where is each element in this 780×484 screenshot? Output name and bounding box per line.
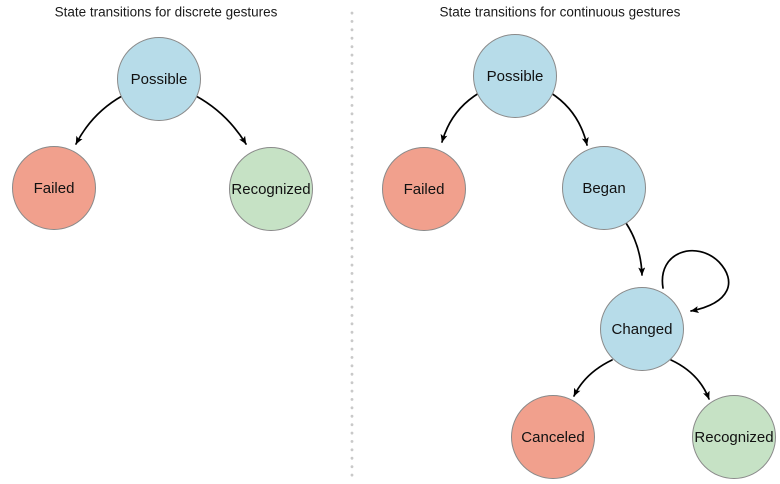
edge-began-changed [625, 222, 646, 276]
state-node-possible [473, 34, 557, 118]
edge-changed-recognized [670, 359, 710, 400]
edge-possible-failed [75, 95, 123, 145]
state-label-recognized: Recognized [231, 181, 310, 198]
state-label-possible: Possible [131, 71, 188, 88]
state-node-failed [382, 147, 466, 231]
state-label-possible: Possible [487, 68, 544, 85]
discrete-gestures-diagram: State transitions for discrete gestures … [12, 5, 313, 231]
state-node-failed [12, 146, 96, 230]
continuous-gestures-diagram: State transitions for continuous gesture… [382, 5, 776, 479]
edge-changed-canceled [573, 359, 613, 397]
state-node-changed [600, 287, 684, 371]
state-label-failed: Failed [34, 180, 75, 197]
edge-changed-self-loop [661, 249, 730, 313]
discrete-diagram-title: State transitions for discrete gestures [55, 5, 278, 20]
state-label-canceled: Canceled [521, 429, 584, 446]
state-label-recognized: Recognized [694, 429, 773, 446]
edge-possible-began [550, 92, 589, 146]
state-node-began [562, 146, 646, 230]
state-label-began: Began [582, 180, 625, 197]
state-node-possible [117, 37, 201, 121]
edge-possible-recognized [195, 95, 247, 145]
edge-possible-failed [440, 92, 480, 143]
continuous-diagram-title: State transitions for continuous gesture… [440, 5, 681, 20]
state-label-failed: Failed [404, 181, 445, 198]
state-node-recognized [692, 395, 776, 479]
state-node-canceled [511, 395, 595, 479]
state-node-recognized [229, 147, 313, 231]
state-label-changed: Changed [612, 321, 673, 338]
